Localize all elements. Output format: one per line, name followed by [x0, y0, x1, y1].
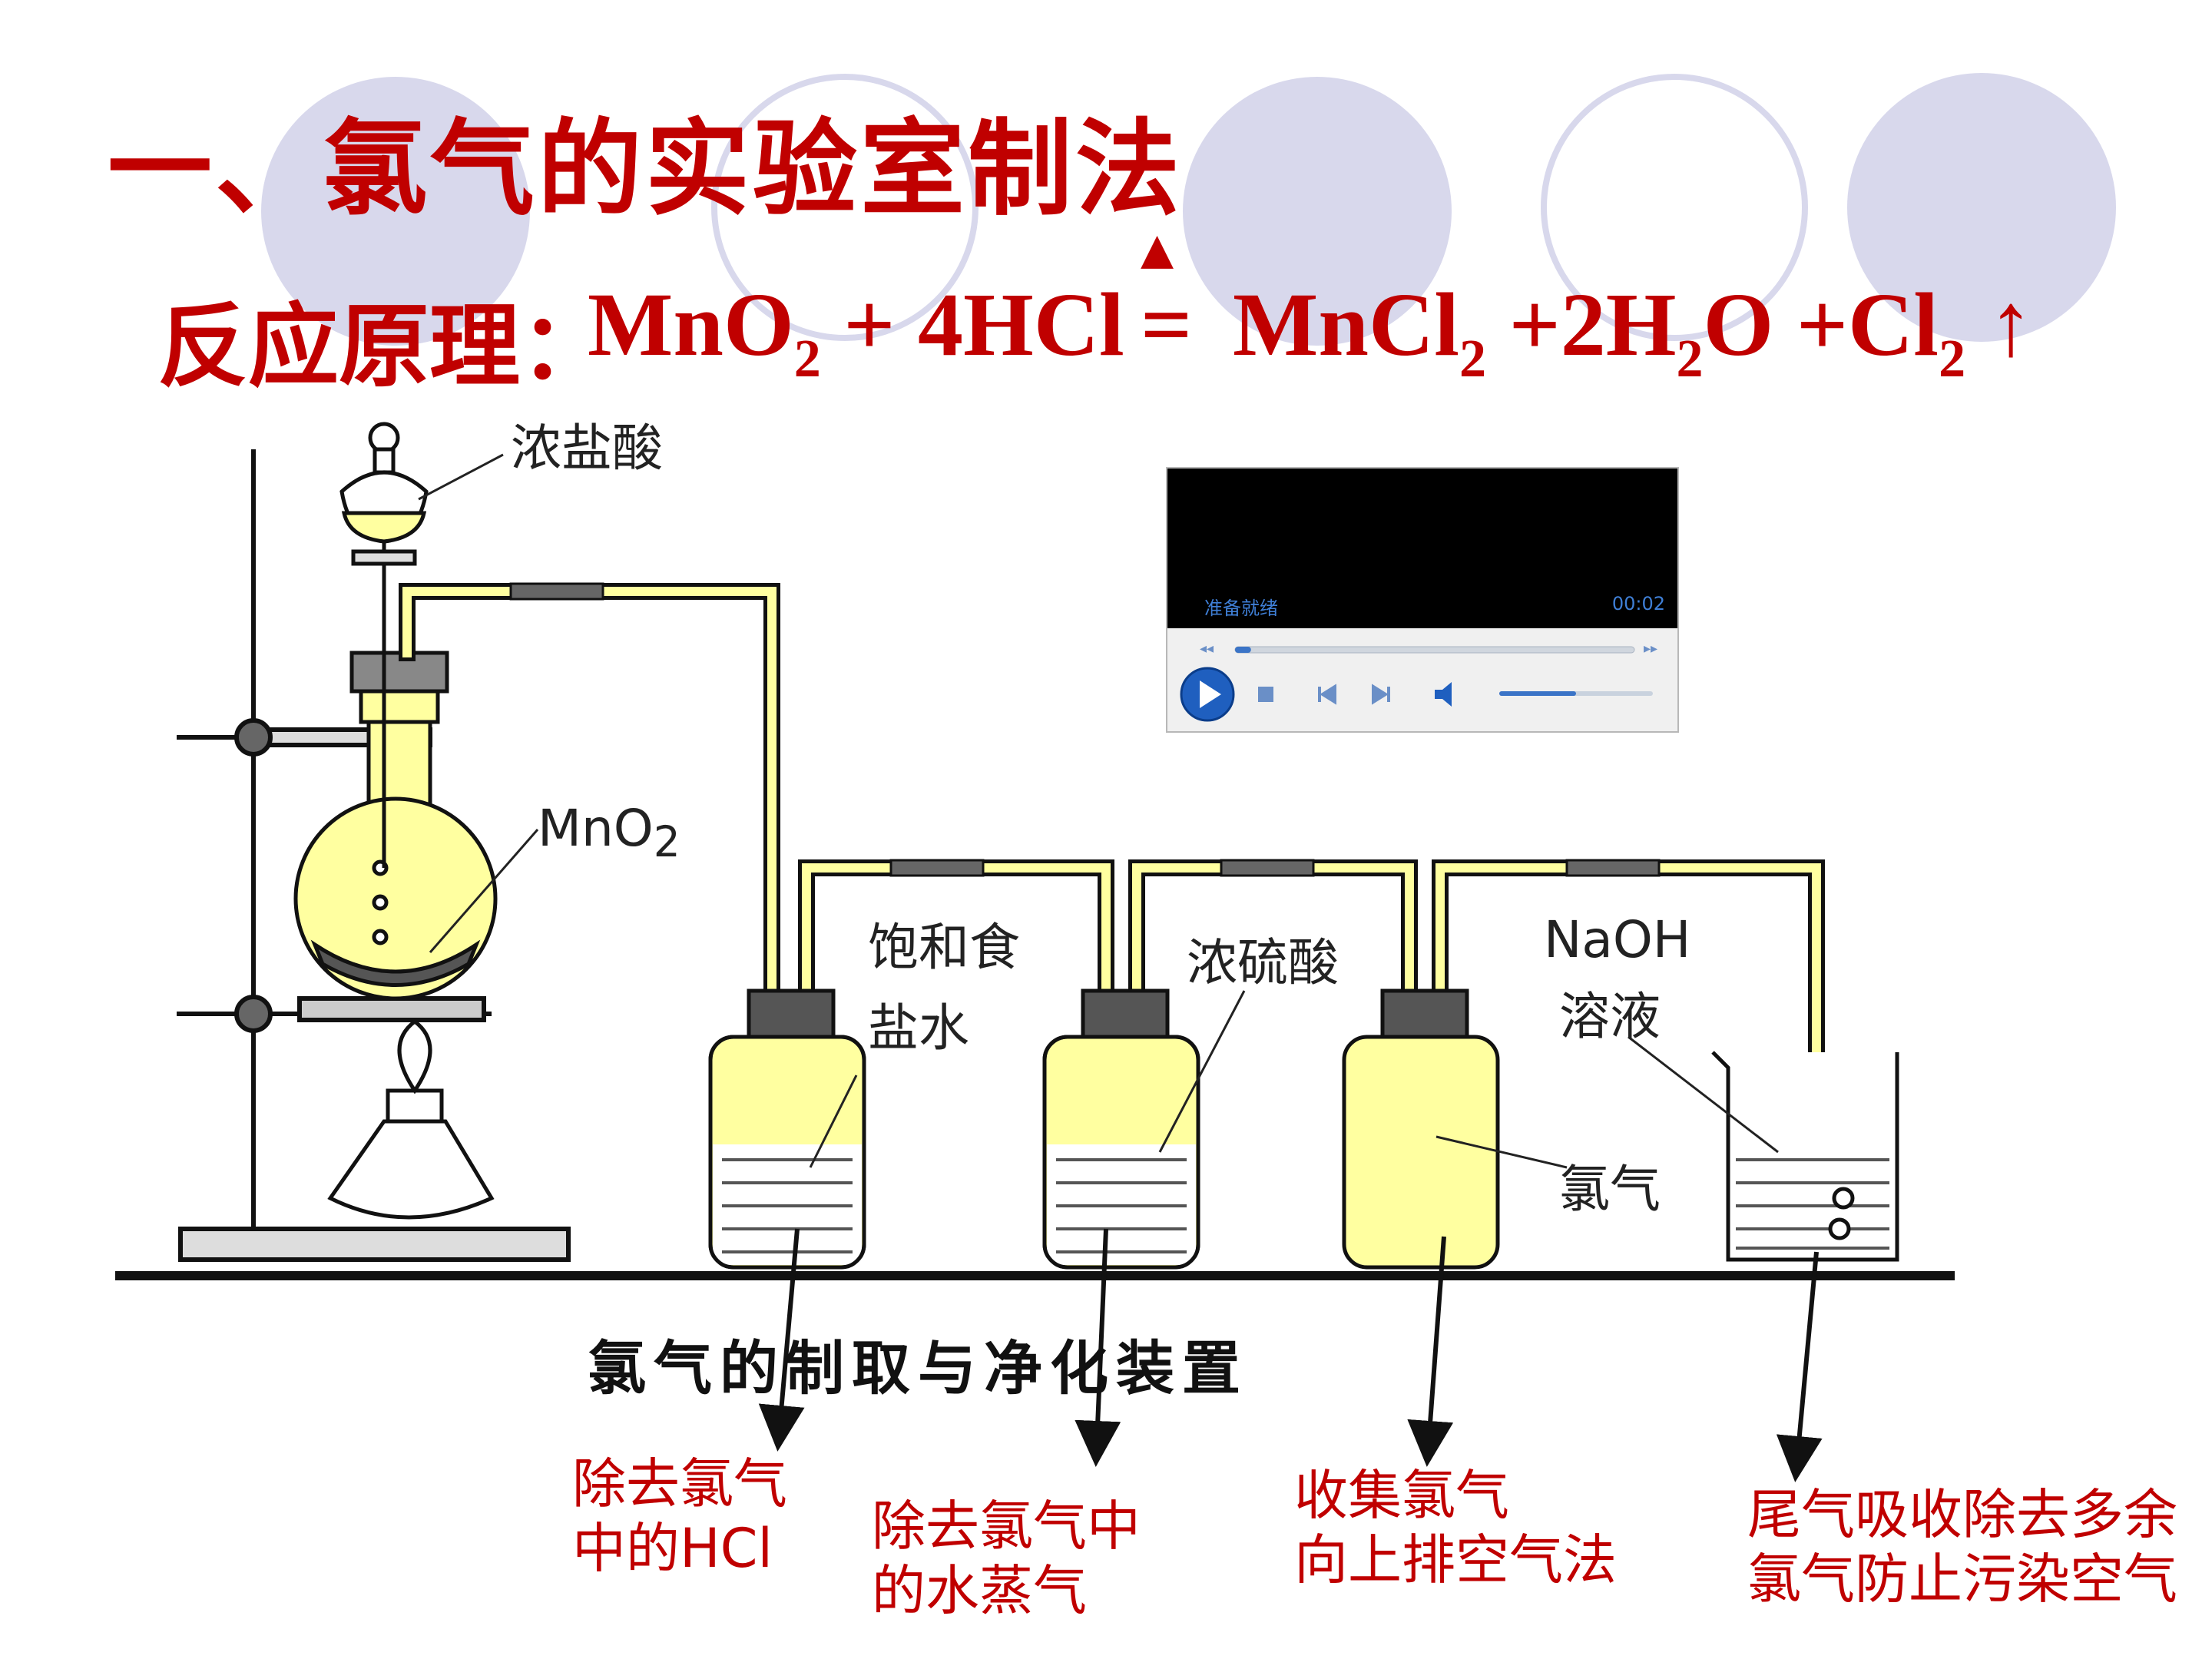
annotation-collection: 收集氯气向上排空气法: [1294, 1464, 1617, 1591]
annotation-arrows: [758, 1228, 1823, 1482]
seek-progress: [1235, 647, 1251, 653]
separatory-funnel: [339, 422, 429, 653]
wash-bottle-brine: [708, 988, 866, 1270]
volume-level: [1499, 691, 1576, 696]
player-status: 准备就绪: [1204, 598, 1278, 619]
drying-bottle-h2so4: [1042, 988, 1200, 1270]
fast-forward-icon[interactable]: ▸▸: [1644, 641, 1657, 657]
media-player[interactable]: 准备就绪 00:02 ◂◂ ▸▸: [1166, 467, 1679, 733]
previous-icon[interactable]: [1318, 684, 1336, 705]
label-brine-2: 盐水: [868, 998, 969, 1058]
label-conc-h2so4: 浓硫酸: [1187, 933, 1339, 992]
page-title: 一、氯气的实验室制法: [108, 109, 1183, 230]
player-time: 00:02: [1611, 593, 1665, 614]
next-icon[interactable]: [1372, 684, 1390, 705]
naoh-beaker: [1711, 1051, 1899, 1262]
video-screen[interactable]: [1167, 469, 1677, 628]
figure-caption: 氯气的制取与净化装置: [588, 1334, 1248, 1402]
seek-bar[interactable]: [1234, 646, 1635, 654]
equation-equals: =: [1141, 274, 1193, 375]
label-leaders: [418, 453, 1779, 1169]
volume-icon[interactable]: [1435, 682, 1452, 707]
label-naoh-1: NaOH: [1544, 910, 1691, 969]
label-naoh-2: 溶液: [1559, 987, 1661, 1046]
annotation-tail-gas: 尾气吸收除去多余氯气防止污染空气: [1747, 1483, 2177, 1611]
decorative-circles: [261, 73, 2116, 346]
equation-label: 反应原理：: [157, 293, 611, 399]
equation-reactants: MnO2 + 4HCl: [588, 274, 1124, 389]
collection-bottle: [1342, 988, 1500, 1270]
equation-products: MnCl2 +2H2O +Cl2 ↑: [1233, 274, 2034, 389]
heat-symbol: ▲: [1141, 224, 1174, 274]
round-bottom-flask: [293, 651, 498, 1001]
rewind-icon[interactable]: ◂◂: [1200, 641, 1214, 657]
annotation-water-removal: 除去氯气中的水蒸气: [872, 1495, 1141, 1622]
annotation-hcl-removal: 除去氯气中的HCl: [572, 1452, 787, 1580]
alcohol-lamp: [327, 1018, 495, 1220]
label-brine-1: 饱和食: [868, 918, 1020, 977]
label-mno2: MnO2: [538, 799, 680, 867]
label-conc-hcl: 浓盐酸: [511, 419, 663, 478]
stop-icon[interactable]: [1258, 687, 1273, 702]
label-chlorine: 氯气: [1559, 1160, 1661, 1219]
bench: [115, 1271, 1955, 1280]
play-button[interactable]: [1180, 667, 1235, 722]
